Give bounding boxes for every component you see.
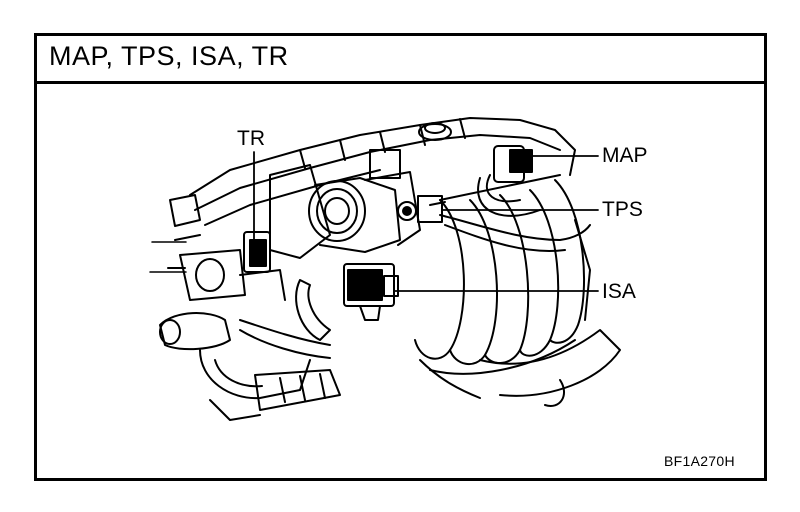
lower-engine (159, 234, 621, 421)
figure-title: MAP, TPS, ISA, TR (49, 41, 289, 71)
isa-valve (343, 263, 399, 321)
tps-sensor (397, 195, 446, 223)
tr-sensor (239, 231, 286, 301)
map-sensor (477, 145, 541, 217)
title-bar: MAP, TPS, ISA, TR (37, 36, 764, 84)
figure-frame: MAP, TPS, ISA, TR (34, 33, 767, 481)
tr-callout-label: TR (237, 127, 265, 150)
intake-manifold (414, 174, 591, 375)
left-leaders (149, 241, 187, 273)
tps-callout-label: TPS (602, 198, 643, 221)
valve-cover (169, 117, 576, 227)
figure-code: BF1A270H (664, 453, 735, 469)
throttle-body (269, 149, 421, 259)
isa-callout-label: ISA (602, 280, 636, 303)
callout-leaders (253, 151, 599, 292)
map-callout-label: MAP (602, 144, 648, 167)
hoses-wiring (239, 214, 591, 399)
